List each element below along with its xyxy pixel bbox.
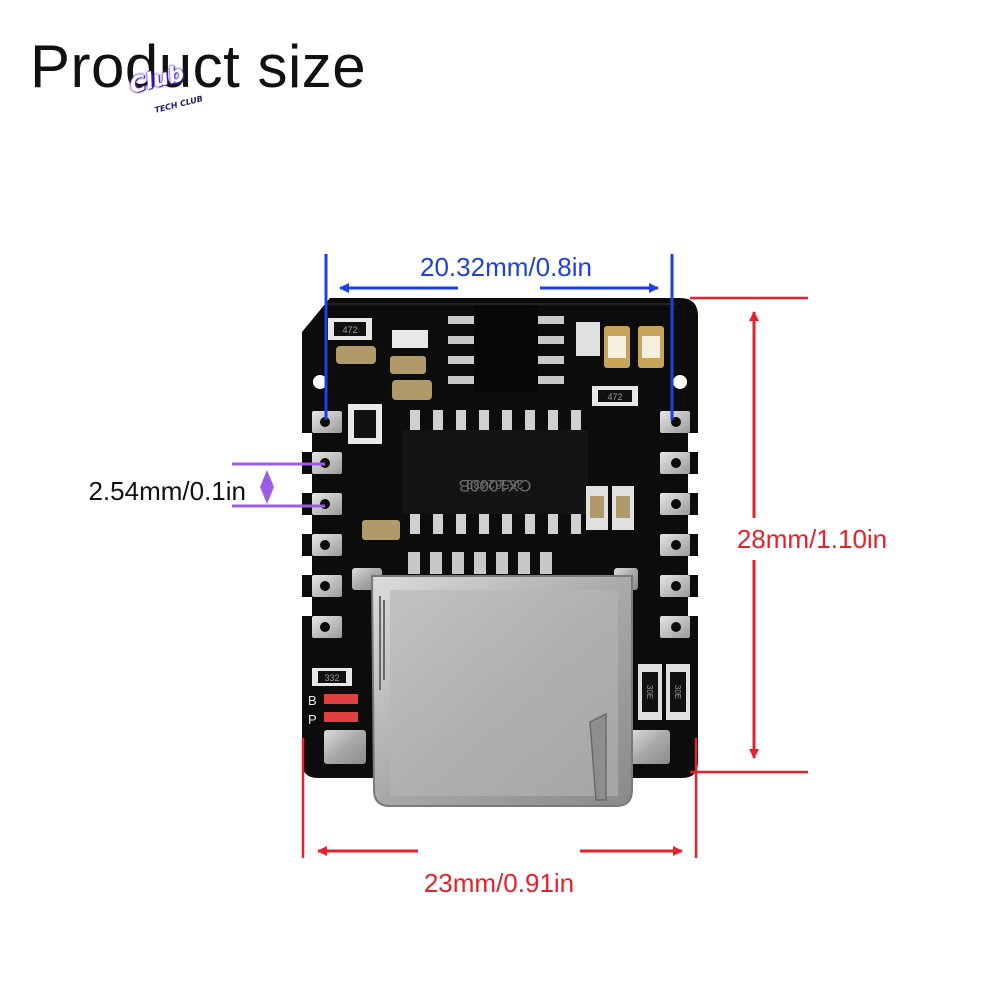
dimension-top: 20.32mm/0.8in xyxy=(324,252,674,420)
dimension-width: 23mm/0.91in xyxy=(301,738,698,898)
mount-hole xyxy=(673,375,687,389)
dimension-width-label: 23mm/0.91in xyxy=(424,868,574,898)
chip-marking-sub: 36562439 xyxy=(466,477,524,492)
dimension-pitch: 2.54mm/0.1in xyxy=(88,462,325,508)
resistor-code: 472 xyxy=(607,392,622,402)
silkscreen-b: B xyxy=(308,693,317,708)
decoder-chip: CX1000B 36562439 xyxy=(402,410,588,534)
mount-hole xyxy=(313,375,327,389)
left-pin-header xyxy=(302,411,342,638)
chip-marking-main: CX1000B xyxy=(459,476,532,495)
resistor-code: 472 xyxy=(342,325,357,335)
smd-components: 472 472 332 30 xyxy=(312,318,690,722)
amp-chip xyxy=(448,306,564,392)
microsd-slot xyxy=(324,568,670,807)
dimension-height: 28mm/1.10in xyxy=(690,296,906,774)
silkscreen-p: P xyxy=(308,712,317,727)
resistor-code: 332 xyxy=(324,673,339,683)
page-title: Product size xyxy=(30,33,367,100)
sd-slot-contacts xyxy=(408,552,552,574)
resistor-code: 30E xyxy=(673,685,682,699)
dimension-top-label: 20.32mm/0.8in xyxy=(420,252,592,282)
dimension-height-label: 28mm/1.10in xyxy=(737,524,887,554)
dimension-pitch-label: 2.54mm/0.1in xyxy=(88,476,246,506)
resistor-code: 30E xyxy=(645,685,654,699)
